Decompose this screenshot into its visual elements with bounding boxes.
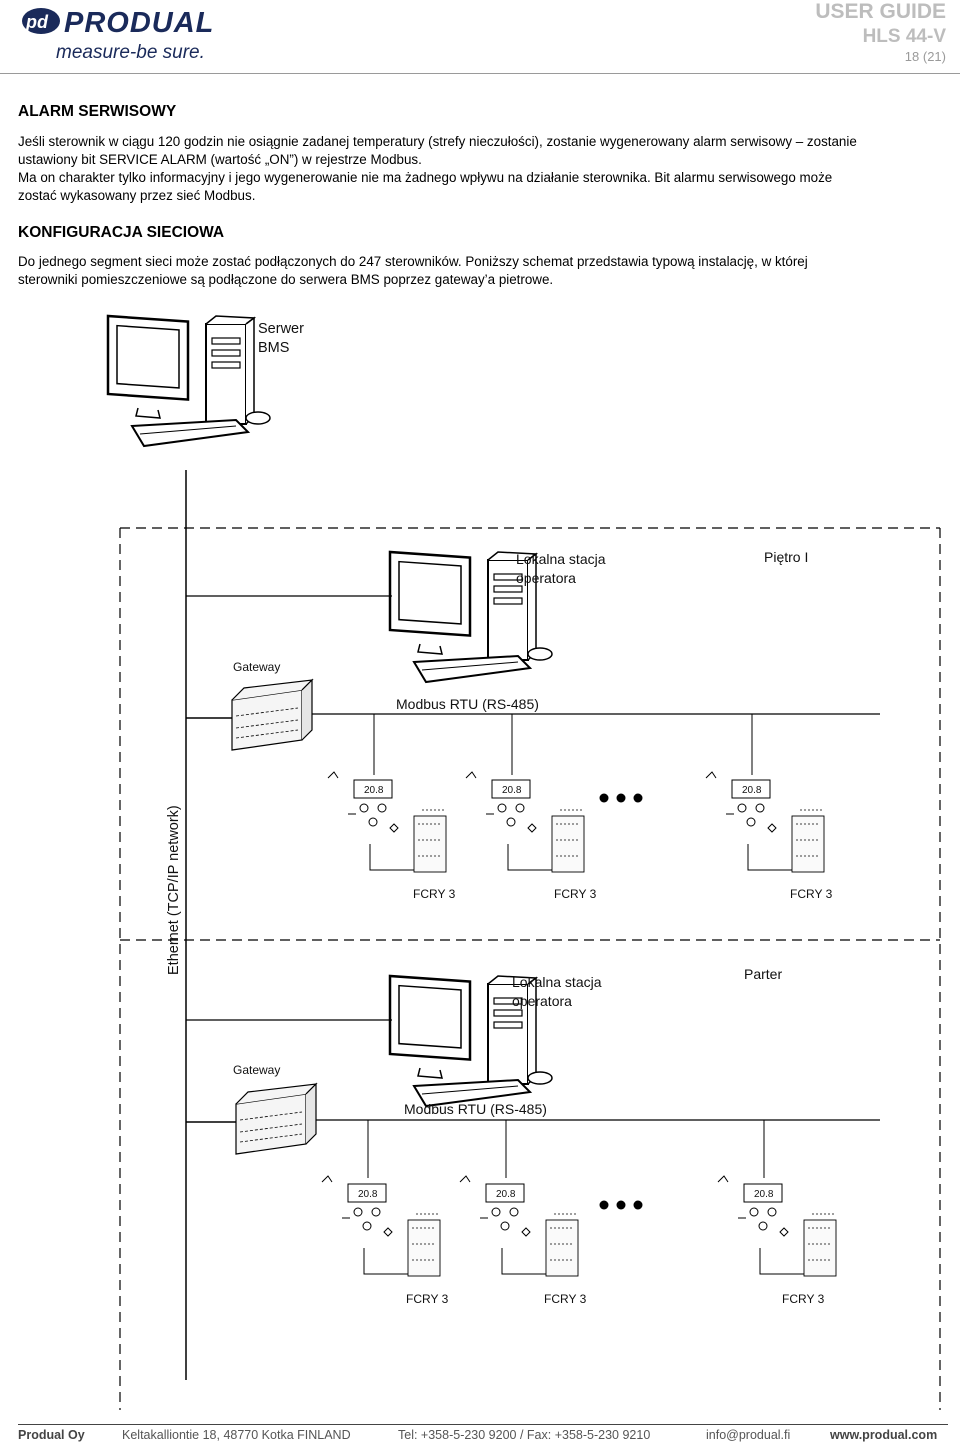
alarm-paragraph: Jeśli sterownik w ciągu 120 godzin nie o… [18, 133, 948, 205]
station-label-1: Lokalna stacja [512, 974, 602, 990]
footer-divider [18, 1424, 948, 1425]
network-paragraph: Do jednego segment sieci może zostać pod… [18, 253, 948, 289]
room-controller-icon [465, 771, 585, 873]
gateway-label: Gateway [233, 660, 280, 674]
relay-label: FCRY 3 [413, 887, 456, 901]
room-controller-icon [321, 1175, 441, 1277]
alarm-line: Jeśli sterownik w ciągu 120 godzin nie o… [18, 134, 857, 149]
server-computer-icon [106, 314, 272, 448]
logo-name: PRODUAL [64, 7, 214, 39]
network-heading: KONFIGURACJA SIECIOWA [18, 224, 225, 241]
model-name: HLS 44-V [862, 26, 946, 47]
floor-1: Lokalna stacja operatora Piętro I Gatewa… [186, 549, 880, 901]
page-number: 18 (21) [904, 49, 946, 64]
relay-label: FCRY 3 [790, 887, 833, 901]
controller-display: 20.8 [496, 1189, 516, 1200]
controller-display: 20.8 [502, 785, 522, 796]
network-line: Do jednego segment sieci może zostać pod… [18, 254, 808, 269]
station-label-1: Lokalna stacja [516, 551, 606, 567]
alarm-heading: ALARM SERWISOWY [18, 103, 177, 120]
relay-label: FCRY 3 [544, 1292, 587, 1306]
room-controller-icon [705, 771, 825, 873]
relay-label: FCRY 3 [782, 1292, 825, 1306]
floor-name: Parter [744, 966, 782, 982]
gateway-icon [231, 679, 313, 751]
bus-label: Modbus RTU (RS-485) [404, 1101, 547, 1117]
floor-name: Piętro I [764, 549, 808, 565]
header-divider [0, 73, 960, 74]
controller-display: 20.8 [358, 1189, 378, 1200]
station-label-2: operatora [512, 993, 572, 1009]
ethernet-label: Ethernet (TCP/IP network) [166, 805, 182, 975]
station-label-2: operatora [516, 570, 576, 586]
floor-ground: Lokalna stacja operatora Parter Gateway … [186, 966, 880, 1306]
bus-label: Modbus RTU (RS-485) [396, 696, 539, 712]
relay-label: FCRY 3 [406, 1292, 449, 1306]
produal-logo: pd PRODUAL measure-be sure. [20, 4, 250, 64]
alarm-line: Ma on charakter tylko informacyjny i jeg… [18, 170, 833, 185]
relay-label: FCRY 3 [554, 887, 597, 901]
footer-phone: Tel: +358-5-230 9200 / Fax: +358-5-230 9… [398, 1428, 651, 1442]
network-diagram: Serwer BMS Ethernet (TCP/IP network) Lok… [0, 300, 960, 1416]
logo-tagline: measure-be sure. [56, 42, 205, 63]
pd-logo-mark-icon: pd [22, 8, 60, 34]
alarm-line: zostać wykasowany przez sieć Modbus. [18, 188, 256, 203]
footer-company: Produal Oy [18, 1428, 85, 1442]
server-label-2: BMS [258, 340, 289, 356]
room-controller-icon [459, 1175, 579, 1277]
footer-address: Keltakalliontie 18, 48770 Kotka FINLAND [122, 1428, 351, 1442]
doc-title: USER GUIDE [815, 0, 946, 23]
room-controller-icon [327, 771, 447, 873]
footer-website[interactable]: www.produal.com [830, 1428, 938, 1442]
controller-display: 20.8 [754, 1189, 774, 1200]
alarm-line: ustawiony bit SERVICE ALARM (wartość „ON… [18, 152, 422, 167]
room-controller-icon [717, 1175, 837, 1277]
controller-display: 20.8 [742, 785, 762, 796]
footer-email[interactable]: info@produal.fi [706, 1428, 791, 1442]
controller-display: 20.8 [364, 785, 384, 796]
server-label-1: Serwer [258, 321, 304, 337]
gateway-icon [235, 1083, 317, 1155]
gateway-label: Gateway [233, 1063, 280, 1077]
svg-text:pd: pd [25, 12, 49, 32]
network-line: sterowniki pomieszczeniowe są podłączone… [18, 272, 554, 287]
